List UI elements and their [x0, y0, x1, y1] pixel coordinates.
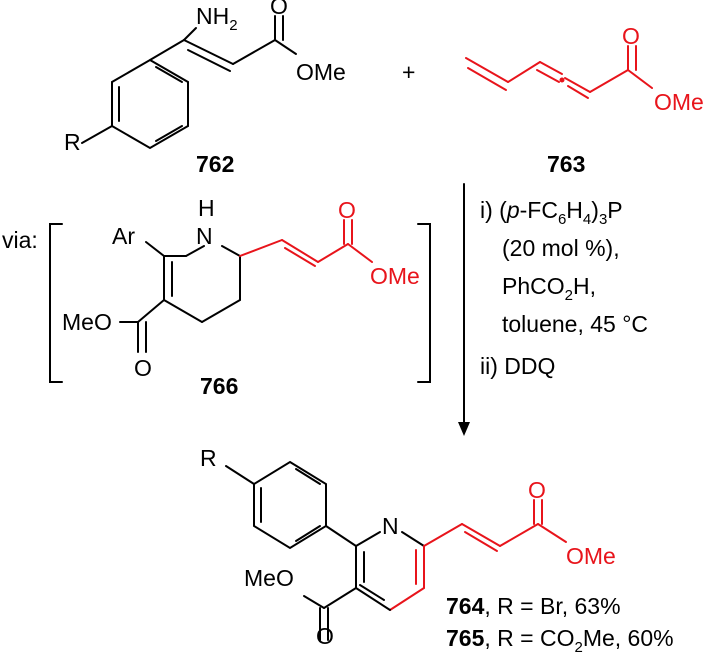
biaryl-bond: [325, 525, 357, 547]
chain-bond: [507, 61, 541, 83]
left-bracket: [49, 223, 63, 383]
ch-c-bond: [589, 69, 629, 93]
compound-id-762: 762: [196, 151, 234, 177]
allene-bond-3: [564, 77, 591, 93]
ester-label: OMe: [370, 263, 420, 289]
right-bracket: [417, 223, 431, 383]
oxygen-label: O: [270, 0, 288, 19]
vinyl-double-bond: [467, 67, 507, 91]
ester-bond: [537, 523, 567, 543]
plus-sign: +: [402, 59, 415, 85]
benzene-ring-762: [111, 58, 189, 150]
r-bond: [81, 125, 113, 144]
arrow-head: [458, 422, 470, 436]
r-label: R: [64, 129, 81, 155]
ester-bond: [323, 587, 357, 609]
ester-bond: [137, 299, 165, 323]
aryl-double-bond: [295, 525, 321, 542]
ester-bond: [347, 243, 373, 263]
aryl-double-bond: [295, 468, 321, 485]
alkene-bond-2: [464, 531, 498, 552]
amine-label: NH2: [196, 3, 238, 34]
meo-bond: [303, 595, 325, 609]
compound-763: O OMe 763: [465, 23, 704, 177]
oxygen-label: O: [528, 477, 546, 503]
condition-loading: (20 mol %),: [502, 235, 620, 261]
via-label: via:: [2, 227, 38, 253]
allene-center: [559, 77, 565, 83]
compound-762: NH2 O OMe R 762: [64, 0, 346, 177]
compound-766: via: N H Ar O OMe MeO O 7: [2, 195, 431, 399]
product-pyridine: R N O OMe MeO O: [200, 445, 616, 649]
oxygen-bottom-label: O: [316, 623, 334, 649]
ring-double-bond: [155, 66, 183, 83]
hydrogen-label: H: [198, 195, 215, 221]
r-bond: [225, 465, 255, 485]
aryl-c-bond: [149, 39, 185, 61]
reaction-arrow: [458, 183, 470, 436]
nitrogen-label: N: [382, 513, 399, 539]
ester-label: OMe: [566, 543, 616, 569]
condition-solvent: toluene, 45 °C: [502, 311, 648, 337]
meo-label: MeO: [244, 565, 294, 591]
py-bond: [401, 531, 425, 547]
ar-label: Ar: [112, 223, 135, 249]
ch-c-bond: [317, 243, 349, 263]
reaction-conditions: i) (p-FC6H4)3P (20 mol %), PhCO2H, tolue…: [480, 197, 648, 379]
condition-oxidant: ii) DDQ: [480, 353, 555, 379]
c-n-bond: [183, 27, 197, 41]
py-bond: [355, 531, 381, 547]
ring-bond: [201, 299, 241, 323]
oxygen-label: O: [338, 197, 356, 223]
vinyl-bond: [465, 57, 509, 83]
alkene-bond: [461, 523, 501, 547]
ring-bond: [221, 245, 241, 257]
oxygen-bottom-label: O: [134, 355, 152, 381]
meo-label: MeO: [62, 309, 112, 335]
alkene-bond: [281, 239, 319, 263]
aryl-ring: [253, 460, 327, 550]
ch-c-bond: [232, 39, 276, 65]
ch-c-bond: [499, 523, 539, 547]
compound-id-763: 763: [547, 151, 585, 177]
side-chain-bond: [423, 523, 463, 547]
result-764: 764, R = Br, 63%: [446, 593, 621, 619]
side-chain-bond: [239, 239, 283, 257]
r-label: R: [200, 445, 217, 471]
ring-bond: [185, 245, 205, 257]
py-bond-red: [389, 587, 425, 611]
oxygen-label: O: [622, 23, 640, 49]
ester-label: OMe: [654, 89, 704, 115]
compound-id-766: 766: [200, 373, 238, 399]
ester-bond: [274, 39, 297, 55]
nitrogen-label: N: [196, 223, 213, 249]
py-bond: [355, 587, 391, 611]
alkene-bond-2: [284, 247, 316, 267]
ring-double-bond: [155, 125, 183, 142]
results: 764, R = Br, 63% 765, R = CO2Me, 60%: [446, 593, 674, 656]
ar-bond: [145, 241, 165, 257]
ester-label: OMe: [296, 59, 346, 85]
condition-catalyst: i) (p-FC6H4)3P: [480, 197, 623, 228]
py-double-bond: [359, 584, 385, 601]
allene-bond: [539, 61, 563, 75]
allene-bond-2: [536, 69, 560, 83]
ring-bond: [163, 299, 203, 323]
enamine-double-bond: [183, 39, 234, 65]
ester-bond: [627, 69, 653, 89]
enamine-double-bond-2: [187, 49, 231, 72]
result-765: 765, R = CO2Me, 60%: [446, 625, 674, 656]
allene-bond-4: [567, 85, 589, 99]
condition-acid: PhCO2H,: [502, 273, 596, 304]
